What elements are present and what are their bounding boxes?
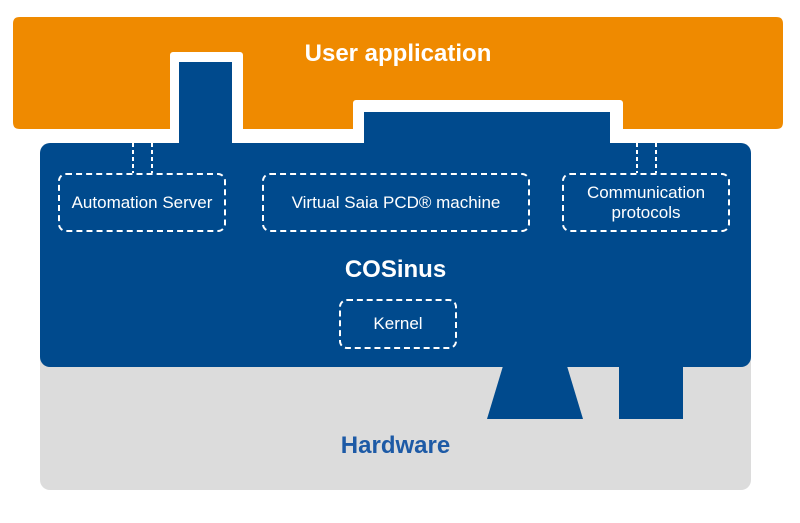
communication-protocols-module: Communication protocols	[562, 173, 730, 232]
user-application-layer	[7, 11, 789, 135]
cosinus-title: COSinus	[344, 256, 447, 284]
cosinus-tab-block	[179, 62, 232, 147]
cosinus-raised-block	[364, 112, 610, 146]
virtual-saia-pcd-machine-module: Virtual Saia PCD® machine	[262, 173, 530, 232]
kernel-module: Kernel	[339, 299, 457, 349]
automation-server-module: Automation Server	[58, 173, 226, 232]
cosinus-hardware-connector-block	[619, 366, 683, 419]
user-application-title: User application	[304, 40, 492, 68]
communication-protocols-line1: Communication	[586, 182, 706, 202]
hardware-title: Hardware	[340, 432, 451, 460]
communication-protocols-line2: protocols	[611, 202, 681, 222]
cosinus-layer	[40, 143, 751, 367]
cosinus-hardware-connector-trapezoid	[487, 366, 583, 419]
